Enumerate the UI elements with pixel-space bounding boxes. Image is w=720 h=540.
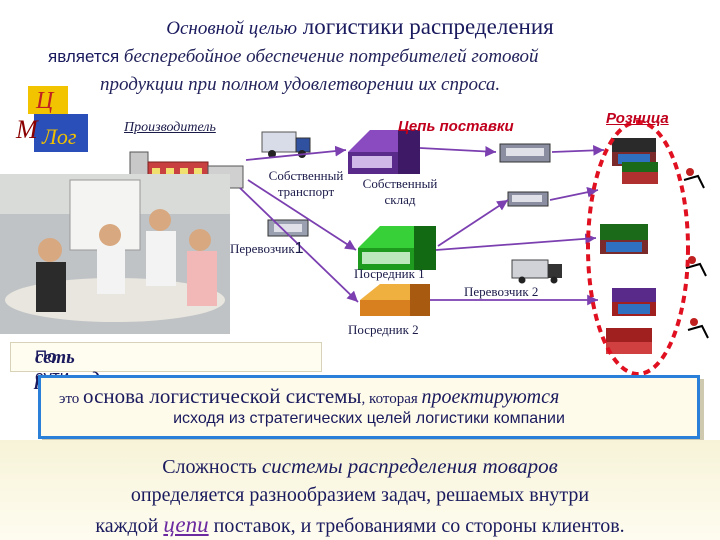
store-icon [622, 162, 658, 184]
truck-icon [261, 131, 311, 158]
logo-letter-right: Лог [41, 124, 77, 149]
truck-carrier2-icon [511, 259, 562, 284]
conclusion-line-1: Сложность системы распределения товаров [0, 454, 720, 479]
heading-line-3: продукции при полном удовлетворении их с… [100, 74, 500, 96]
store-icon [612, 288, 656, 316]
label-producer: Производитель [124, 120, 216, 135]
label-own-transport-line2: транспорт [277, 184, 335, 199]
heading-goal-1: бесперебойное обеспечение потребителей г… [119, 46, 539, 67]
label-own-warehouse-line1: Собственный [362, 176, 438, 191]
customer-icons [683, 168, 709, 339]
definition-verb: проектируются [421, 386, 560, 408]
logistics-logo: Ц М Лог [14, 84, 104, 156]
store-icon [612, 138, 656, 166]
label-own-transport: Собственный транспорт [258, 168, 354, 200]
label-retail: Розница [606, 110, 669, 127]
label-carrier-1-number: 1 [294, 240, 304, 257]
conclusion-emphasis: системы распределения товаров [261, 454, 558, 478]
label-intermediary-1: Посредник 1 [354, 266, 425, 281]
label-carrier-1: Перевозчик1 [230, 240, 304, 258]
label-intermediary-2: Посредник 2 [348, 322, 419, 337]
label-supply-chain: Цепь поставки [398, 118, 514, 135]
definition-connector: , которая [361, 391, 422, 407]
definition-line-1: это основа логистической системы, котора… [59, 384, 559, 409]
definition-main: основа логистической системы [83, 384, 362, 408]
conclusion-line-2: определяется разнообразием задач, решаем… [130, 484, 590, 506]
conclusion-chain: цепи [163, 512, 209, 537]
business-meeting-photo [0, 174, 230, 334]
caption-distribution-network: По сути сеть распределения [10, 342, 322, 390]
definition-word-1: это [59, 391, 84, 407]
label-own-warehouse: Собственный склад [352, 176, 448, 208]
distribution-network-diagram [0, 120, 709, 375]
warehouse-purple-icon [348, 130, 420, 174]
store-icon [600, 224, 648, 254]
conclusion-word: Сложность [162, 456, 262, 478]
heading-main: логистики распределения [297, 14, 554, 39]
warehouse-green-icon [358, 226, 436, 270]
warehouse-orange-icon [360, 284, 430, 316]
logo-letter-top: Ц [35, 88, 55, 114]
flow-arrows [239, 145, 605, 306]
heading-emphasis: Основной целью [166, 18, 298, 39]
label-own-transport-line1: Собственный [268, 168, 344, 183]
store-icon [606, 328, 652, 354]
conclusion-each: каждой [95, 515, 164, 537]
heading-goal-2: продукции при полном удовлетворении их с… [100, 74, 501, 95]
label-carrier-2: Перевозчик 2 [464, 284, 539, 299]
truck-fleet-icon [499, 143, 551, 207]
conclusion-box: Сложность системы распределения товаров … [0, 440, 720, 540]
label-carrier-1-text: Перевозчик [230, 241, 295, 256]
logo-graphic: Ц М Лог [15, 86, 88, 152]
definition-box: это основа логистической системы, котора… [38, 375, 700, 439]
definition-line-2: исходя из стратегических целей логистики… [173, 410, 565, 427]
heading-line-1: Основной целью логистики распределения [0, 14, 720, 40]
label-own-warehouse-line2: склад [384, 192, 416, 207]
logo-letter-left: М [15, 115, 39, 144]
heading-line-2: является бесперебойное обеспечение потре… [48, 46, 539, 68]
retail-store-icons [600, 138, 658, 354]
heading-verb: является [48, 47, 120, 66]
conclusion-line-3: каждой цепи поставок, и требованиями со … [0, 512, 720, 538]
retail-oval [586, 120, 690, 375]
conclusion-tail: поставок, и требованиями со стороны клие… [208, 515, 625, 537]
